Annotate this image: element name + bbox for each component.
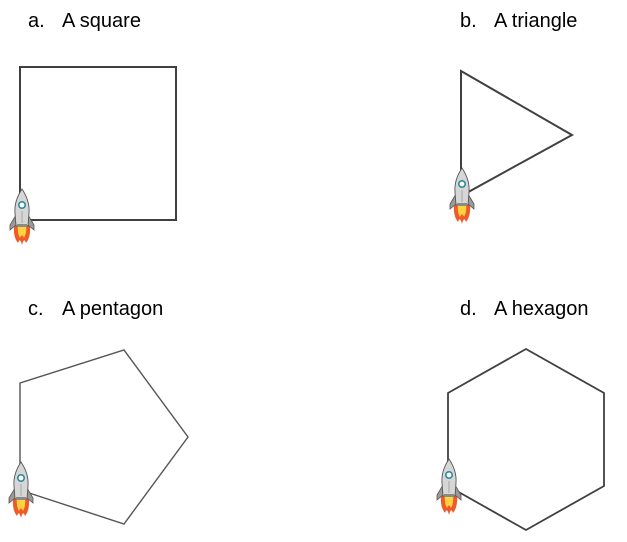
pentagon-shape bbox=[19, 349, 189, 525]
rocket-icon bbox=[8, 461, 34, 519]
figure-c-letter: c. bbox=[28, 298, 44, 320]
figure-b-caption: b. A triangle bbox=[460, 9, 577, 33]
figure-c-name: A pentagon bbox=[62, 298, 164, 320]
rocket-icon bbox=[9, 188, 35, 246]
hexagon-shape bbox=[447, 347, 605, 532]
figure-b-letter: b. bbox=[460, 10, 477, 32]
figure-d-name: A hexagon bbox=[494, 298, 589, 320]
figure-a-name: A square bbox=[62, 10, 141, 32]
figure-c-caption: c. A pentagon bbox=[28, 297, 163, 321]
rocket-icon bbox=[449, 167, 475, 225]
figure-d-letter: d. bbox=[460, 298, 477, 320]
rocket-icon bbox=[436, 458, 462, 516]
figure-a-letter: a. bbox=[28, 10, 45, 32]
figure-a-caption: a. A square bbox=[28, 9, 141, 33]
triangle-shape bbox=[460, 69, 575, 198]
square-shape bbox=[19, 66, 177, 221]
figure-d-caption: d. A hexagon bbox=[460, 297, 589, 321]
figure-b-name: A triangle bbox=[494, 10, 578, 32]
